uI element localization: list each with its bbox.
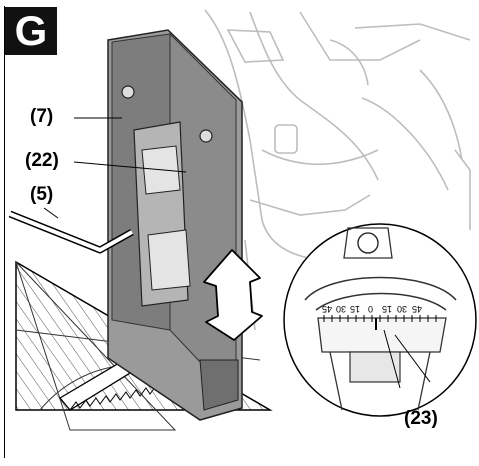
scale-mark-30-left: 30 bbox=[336, 304, 346, 314]
leader-lines bbox=[43, 117, 431, 383]
scale-mark-15-right: 15 bbox=[382, 304, 392, 314]
callout-5: (5) bbox=[30, 184, 54, 205]
scale-mark-0: 0 bbox=[368, 304, 373, 314]
scale-mark-45-right: 45 bbox=[412, 304, 422, 314]
figure-badge: G bbox=[5, 7, 57, 55]
scale-mark-30-right: 30 bbox=[397, 304, 407, 314]
base-plate bbox=[107, 29, 243, 421]
figure-frame-line bbox=[4, 6, 5, 458]
scale-mark-15-left: 15 bbox=[350, 304, 360, 314]
callout-23: (23) bbox=[404, 408, 438, 429]
scale-mark-45-left: 45 bbox=[322, 304, 332, 314]
callout-22: (22) bbox=[25, 150, 59, 171]
callout-7: (7) bbox=[30, 106, 54, 127]
hex-key bbox=[8, 210, 134, 254]
scale-labels: 45 30 15 0 15 30 45 bbox=[322, 304, 422, 314]
adjust-direction-arrow bbox=[203, 249, 263, 341]
bevel-scale-detail: 45 30 15 0 15 30 45 bbox=[283, 223, 477, 417]
scale-ticks bbox=[323, 315, 437, 322]
